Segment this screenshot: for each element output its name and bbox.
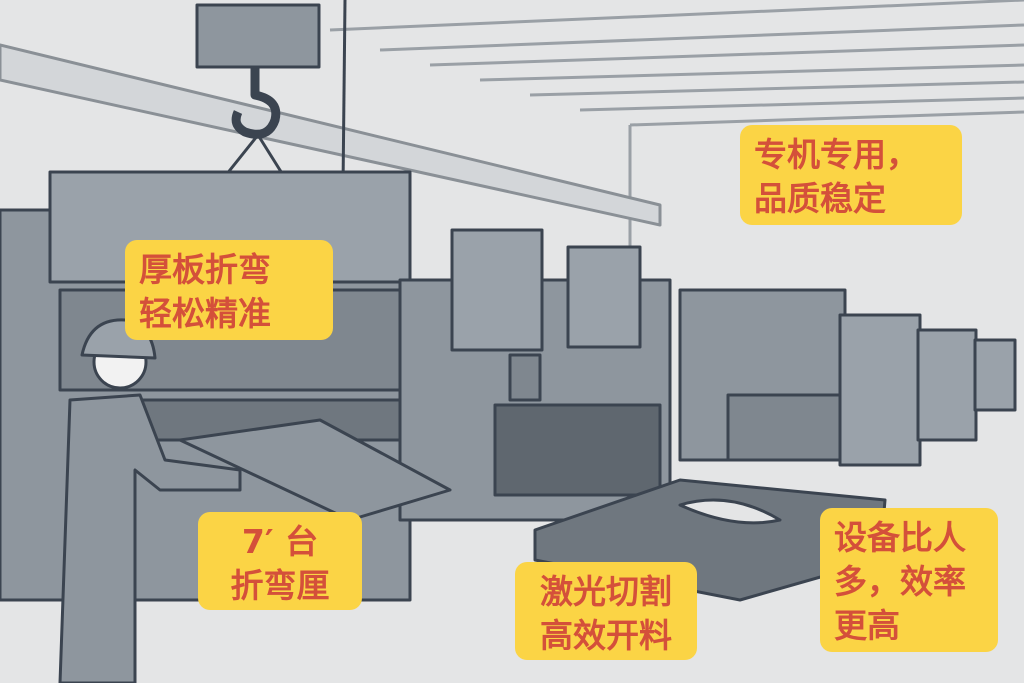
label-line: 设备比人 [834,518,966,557]
overhead-rail [0,43,662,227]
label-dedicated: 专机专用， 品质稳定 [740,125,962,225]
held-plate [178,418,452,522]
machine-far-4 [973,338,1017,412]
label-line: 高效开料 [540,616,672,655]
label-line: 品质稳定 [754,179,886,218]
label-line: 激光切割 [540,572,672,611]
ceiling-beams [329,0,1024,250]
label-line: 更高 [834,606,900,645]
label-bending-count: 7′ 台 折弯厘 [198,512,362,610]
machine-far-3 [916,328,978,442]
label-efficiency: 设备比人 多，效率 更高 [820,508,998,652]
machine-far-2 [838,313,922,467]
label-line: 7′ 台 [241,522,319,561]
crane-block [195,3,321,69]
label-line: 多，效率 [834,562,966,601]
label-laser: 激光切割 高效开料 [515,562,697,660]
crane-hook [231,67,281,139]
label-line: 轻松精准 [139,294,271,333]
label-line: 厚板折弯 [139,250,271,289]
label-line: 专机专用， [754,135,919,174]
label-line: 折弯厘 [230,566,330,605]
label-thick-plate: 厚板折弯 轻松精准 [125,240,333,340]
